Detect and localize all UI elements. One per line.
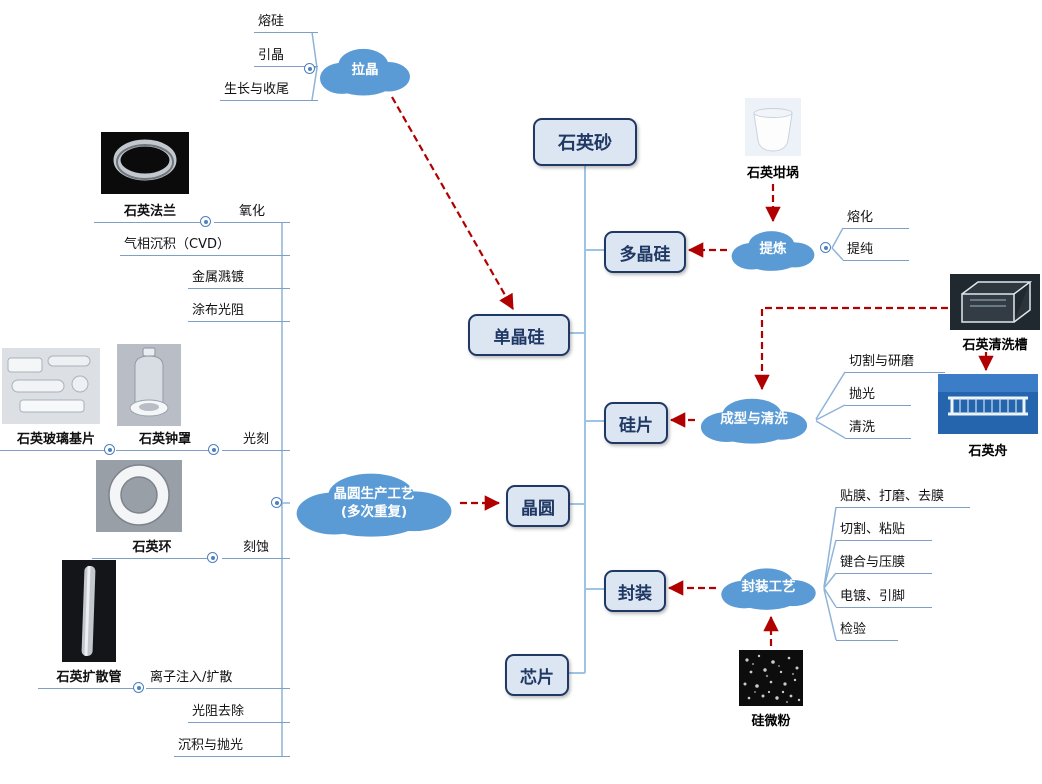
- step-cut-paste[interactable]: 切割、粘贴: [836, 520, 932, 541]
- process-flow-arrows: [391, 96, 994, 646]
- crucible-image: [745, 98, 801, 156]
- cloud-wafer-process-label-line2: (多次重复): [340, 503, 408, 520]
- glass-substrate-photo[interactable]: [2, 348, 100, 424]
- step-cvd[interactable]: 气相沉积（CVD）: [120, 235, 290, 256]
- crucible-photo[interactable]: [745, 98, 801, 156]
- step-photoresist-coat[interactable]: 涂布光阻: [188, 301, 290, 322]
- branch-connector-lines: [281, 31, 846, 756]
- crucible-label: 石英坩埚: [746, 166, 799, 181]
- cloud-refining-label: 提炼: [759, 241, 787, 258]
- chain-connector-lines: [565, 162, 604, 674]
- step-ion-implant-diffusion[interactable]: 离子注入/扩散: [146, 668, 290, 689]
- boat-label: 石英舟: [968, 444, 1008, 459]
- flange-photo[interactable]: [101, 132, 189, 194]
- silicon-powder-label: 硅微粉: [751, 714, 791, 729]
- node-chip[interactable]: 芯片: [505, 654, 569, 696]
- glass-substrate-label[interactable]: 石英玻璃基片: [0, 430, 112, 451]
- boat-photo[interactable]: [938, 374, 1038, 434]
- step-inspection[interactable]: 检验: [836, 620, 898, 641]
- step-clean[interactable]: 清洗: [845, 418, 911, 439]
- step-seeding[interactable]: 引晶: [254, 46, 318, 67]
- node-quartz-sand[interactable]: 石英砂: [533, 118, 637, 166]
- silicon-powder-photo[interactable]: [739, 650, 803, 706]
- step-polish[interactable]: 抛光: [845, 385, 911, 406]
- node-silicon-slice[interactable]: 硅片: [604, 402, 668, 444]
- cleaning-tank-image: [950, 274, 1040, 330]
- silicon-powder-image: [739, 650, 803, 706]
- bell-jar-image: [117, 344, 181, 426]
- cleaning-tank-label: 石英清洗槽: [962, 338, 1028, 353]
- diffusion-tube-label[interactable]: 石英扩散管: [38, 668, 140, 689]
- step-growth-finish[interactable]: 生长与收尾: [220, 80, 318, 101]
- step-cut-grind[interactable]: 切割与研磨: [845, 352, 945, 373]
- ring-photo[interactable]: [96, 460, 182, 532]
- collapse-toggle-ion-implant[interactable]: [133, 682, 144, 693]
- cloud-packaging-process[interactable]: 封装工艺: [716, 564, 821, 612]
- step-purification[interactable]: 提纯: [843, 240, 909, 261]
- step-bond-press[interactable]: 键合与压膜: [836, 553, 932, 574]
- step-melting[interactable]: 熔化: [843, 208, 909, 229]
- cloud-shape-icon: [700, 398, 808, 444]
- step-lithography[interactable]: 光刻: [222, 430, 290, 451]
- cloud-crystal-pulling-label: 拉晶: [351, 62, 379, 79]
- boat-image: [938, 374, 1038, 434]
- collapse-toggle-bell-jar[interactable]: [104, 444, 115, 455]
- step-oxidation[interactable]: 氧化: [214, 202, 290, 223]
- cloud-forming-cleaning-label: 成型与清洗: [720, 411, 788, 428]
- cloud-shape-icon: [721, 568, 816, 610]
- cloud-forming-cleaning[interactable]: 成型与清洗: [695, 394, 813, 446]
- cloud-packaging-process-label: 封装工艺: [741, 579, 796, 596]
- diffusion-tube-photo[interactable]: [62, 560, 116, 662]
- cloud-label: 成型与清洗: [695, 394, 813, 446]
- cloud-wafer-process[interactable]: 晶圆生产工艺 (多次重复): [288, 467, 460, 540]
- bell-jar-photo[interactable]: [117, 344, 181, 426]
- flange-label[interactable]: 石英法兰: [94, 202, 206, 223]
- collapse-toggle-oxidation[interactable]: [200, 216, 211, 227]
- cloud-shape-icon: [731, 231, 815, 271]
- collapse-toggle-litho[interactable]: [208, 444, 219, 455]
- step-metal-sputter[interactable]: 金属溅镀: [188, 268, 290, 289]
- collapse-toggle-refining[interactable]: [820, 242, 831, 253]
- step-deposit-polish[interactable]: 沉积与抛光: [174, 736, 290, 757]
- bell-jar-label[interactable]: 石英钟罩: [116, 430, 214, 451]
- node-packaging[interactable]: 封装: [604, 570, 666, 612]
- cloud-refining[interactable]: 提炼: [727, 227, 819, 273]
- glass-substrate-image: [2, 348, 100, 424]
- cloud-label: 提炼: [727, 227, 819, 273]
- flange-image: [101, 132, 189, 194]
- node-wafer[interactable]: 晶圆: [506, 485, 570, 527]
- cloud-wafer-process-label-line1: 晶圆生产工艺: [333, 485, 415, 502]
- cloud-crystal-pulling[interactable]: 拉晶: [315, 44, 415, 98]
- cloud-label: 晶圆生产工艺 (多次重复): [288, 467, 460, 540]
- step-melt-silicon[interactable]: 熔硅: [254, 12, 318, 33]
- node-mono-silicon[interactable]: 单晶硅: [468, 314, 570, 356]
- cleaning-tank-photo[interactable]: [950, 274, 1040, 330]
- cloud-label: 拉晶: [315, 44, 415, 98]
- ring-image: [96, 460, 182, 532]
- cloud-shape-icon: [296, 473, 452, 537]
- cloud-shape-icon: [320, 48, 410, 96]
- step-etching[interactable]: 刻蚀: [222, 538, 290, 559]
- diffusion-tube-image: [62, 560, 116, 662]
- collapse-toggle-etching[interactable]: [207, 552, 218, 563]
- step-photoresist-strip[interactable]: 光阻去除: [188, 702, 290, 723]
- collapse-toggle-crystal-pulling[interactable]: [304, 63, 315, 74]
- cloud-label: 封装工艺: [716, 564, 821, 612]
- collapse-toggle-wafer-process[interactable]: [271, 497, 282, 508]
- step-plating-pins[interactable]: 电镀、引脚: [836, 587, 932, 608]
- node-polysilicon[interactable]: 多晶硅: [604, 231, 686, 273]
- step-film-grind-defilm[interactable]: 贴膜、打磨、去膜: [836, 487, 970, 508]
- ring-label[interactable]: 石英环: [92, 538, 212, 559]
